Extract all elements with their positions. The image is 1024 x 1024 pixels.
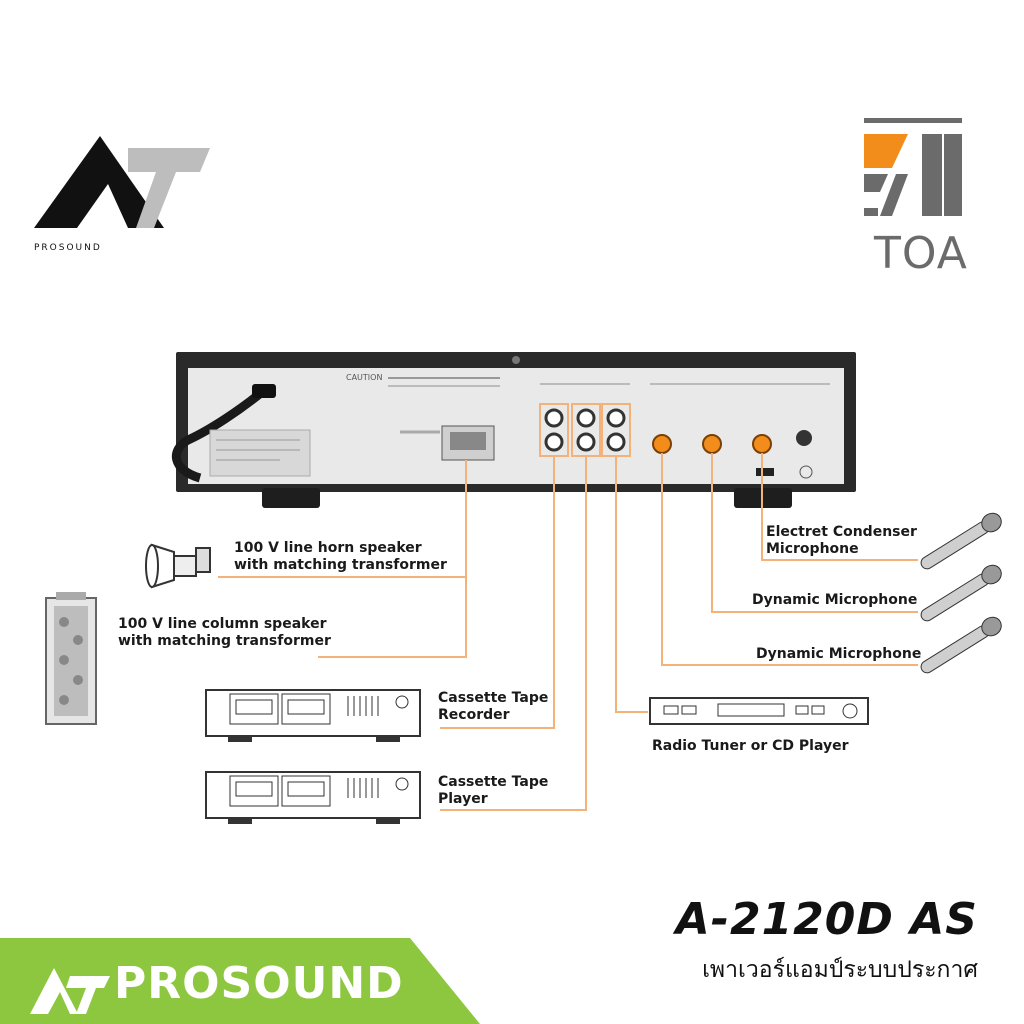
microphone-icon [920, 512, 1002, 674]
caution-label: CAUTION [346, 373, 383, 382]
horn-speaker-label: 100 V line horn speaker with matching tr… [234, 540, 447, 574]
cassette-recorder-label-line1: Cassette Tape [438, 690, 549, 706]
brand-banner: PROSOUND [0, 938, 480, 1024]
toa-logo: TOA [862, 116, 972, 279]
at-logo-icon [34, 136, 210, 228]
amplifier-rear-panel [171, 352, 856, 508]
toa-mark-icon [864, 118, 962, 216]
electret-mic-label-line2: Microphone [766, 541, 859, 557]
cassette-recorder-label: Cassette Tape Recorder [438, 690, 548, 724]
tuner-icon [649, 697, 869, 725]
toa-logo-text: TOA [874, 228, 968, 279]
cassette-player-label-line1: Cassette Tape [438, 774, 549, 790]
horn-speaker-label-line1: 100 V line horn speaker [234, 540, 422, 556]
cassette-player-label: Cassette Tape Player [438, 774, 548, 808]
electret-mic-label-line1: Electret Condenser [766, 524, 917, 540]
cassette-player-label-line2: Player [438, 791, 488, 807]
banner-text: PROSOUND [114, 958, 404, 1009]
cassette-player-icon [205, 771, 421, 824]
brand-logo: PROSOUND [32, 128, 222, 258]
banner-shape [0, 938, 480, 1024]
tuner-label: Radio Tuner or CD Player [652, 738, 849, 754]
column-speaker-label-line1: 100 V line column speaker [118, 616, 327, 632]
dynamic-mic-label-2: Dynamic Microphone [756, 646, 922, 662]
column-speaker-icon [45, 592, 97, 725]
cassette-recorder-label-line2: Recorder [438, 707, 510, 723]
column-speaker-label: 100 V line column speaker with matching … [118, 616, 331, 650]
connection-lines [218, 453, 918, 811]
electret-mic-label: Electret Condenser Microphone [766, 524, 917, 558]
horn-speaker-icon [145, 543, 211, 589]
column-speaker-label-line2: with matching transformer [118, 633, 331, 649]
brand-logo-text: PROSOUND [34, 243, 102, 253]
horn-speaker-label-line2: with matching transformer [234, 557, 447, 573]
product-description: เพาเวอร์แอมป์ระบบประกาศ [702, 957, 978, 983]
cassette-recorder-icon [205, 689, 421, 742]
dynamic-mic-label-1: Dynamic Microphone [752, 592, 918, 608]
product-model: A-2120D AS [675, 894, 978, 945]
